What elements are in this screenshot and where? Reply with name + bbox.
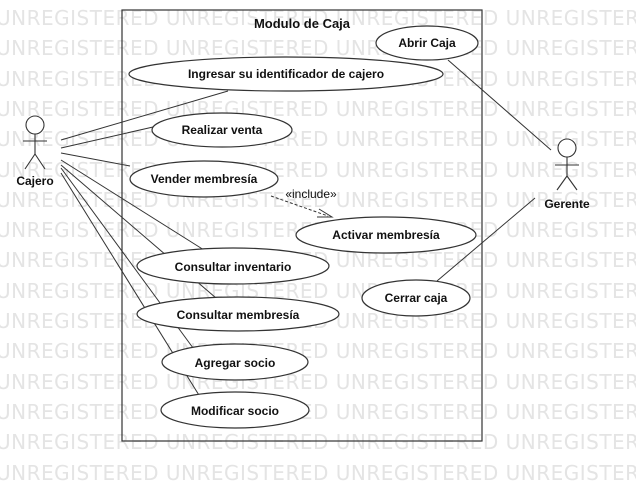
use-case-ellipse xyxy=(129,160,279,198)
assoc-cajero-vender-membresia xyxy=(60,152,131,167)
actor-leg-right xyxy=(566,175,578,191)
use-case-ingresar-identificador[interactable]: Ingresar su identificador de cajero xyxy=(128,56,444,92)
include-arrowhead xyxy=(317,208,334,218)
actor-leg-left xyxy=(556,175,568,191)
system-boundary xyxy=(121,9,483,442)
use-case-consultar-inventario[interactable]: Consultar inventario xyxy=(136,247,330,285)
assoc-cajero-realizar-venta xyxy=(60,126,154,149)
use-case-ellipse xyxy=(160,391,310,429)
actor-gerente[interactable] xyxy=(555,138,579,191)
use-case-ellipse xyxy=(161,343,309,381)
gerente-associations xyxy=(436,59,552,282)
use-case-label: Modificar socio xyxy=(191,404,279,418)
use-case-label: Vender membresía xyxy=(151,172,258,186)
actor-cajero-label: Cajero xyxy=(16,174,53,188)
use-case-activar-membresia[interactable]: Activar membresía xyxy=(295,216,477,254)
use-case-ellipse xyxy=(151,112,293,148)
use-case-vender-membresia[interactable]: Vender membresía xyxy=(129,160,279,198)
actor-cajero[interactable] xyxy=(23,115,47,170)
use-case-label: Realizar venta xyxy=(182,123,263,137)
use-case-ellipse xyxy=(361,279,471,317)
assoc-gerente-cerrar-caja xyxy=(436,197,536,282)
use-case-abrir-caja[interactable]: Abrir Caja xyxy=(375,25,479,61)
actor-leg-right xyxy=(34,153,46,170)
use-case-ellipse xyxy=(136,296,340,332)
use-case-label: Cerrar caja xyxy=(385,291,448,305)
use-case-ellipse xyxy=(136,247,330,285)
actor-gerente-label: Gerente xyxy=(544,197,590,211)
use-case-ellipse xyxy=(295,216,477,254)
use-case-label: Abrir Caja xyxy=(398,36,456,50)
use-case-agregar-socio[interactable]: Agregar socio xyxy=(161,343,309,381)
system-title: Modulo de Caja xyxy=(254,16,351,31)
use-case-ellipse xyxy=(375,25,479,61)
use-case-label: Agregar socio xyxy=(195,356,276,370)
include-dependency xyxy=(270,195,329,217)
actor-head xyxy=(557,138,577,158)
use-case-label: Consultar inventario xyxy=(175,260,292,274)
use-case-consultar-membresia[interactable]: Consultar membresía xyxy=(136,296,340,332)
assoc-cajero-ingresar xyxy=(60,90,229,141)
assoc-cajero-consultar-inventario xyxy=(60,159,205,251)
actor-leg-left xyxy=(24,153,36,170)
use-case-realizar-venta[interactable]: Realizar venta xyxy=(151,112,293,148)
use-case-cerrar-caja[interactable]: Cerrar caja xyxy=(361,279,471,317)
include-label: «include» xyxy=(285,187,337,201)
use-case-modificar-socio[interactable]: Modificar socio xyxy=(160,391,310,429)
assoc-gerente-abrir-caja xyxy=(447,59,552,151)
use-case-label: Ingresar su identificador de cajero xyxy=(188,67,384,81)
use-case-label: Activar membresía xyxy=(332,228,440,242)
actor-head xyxy=(25,115,45,135)
use-case-ellipse xyxy=(128,56,444,92)
use-case-label: Consultar membresía xyxy=(177,308,300,322)
